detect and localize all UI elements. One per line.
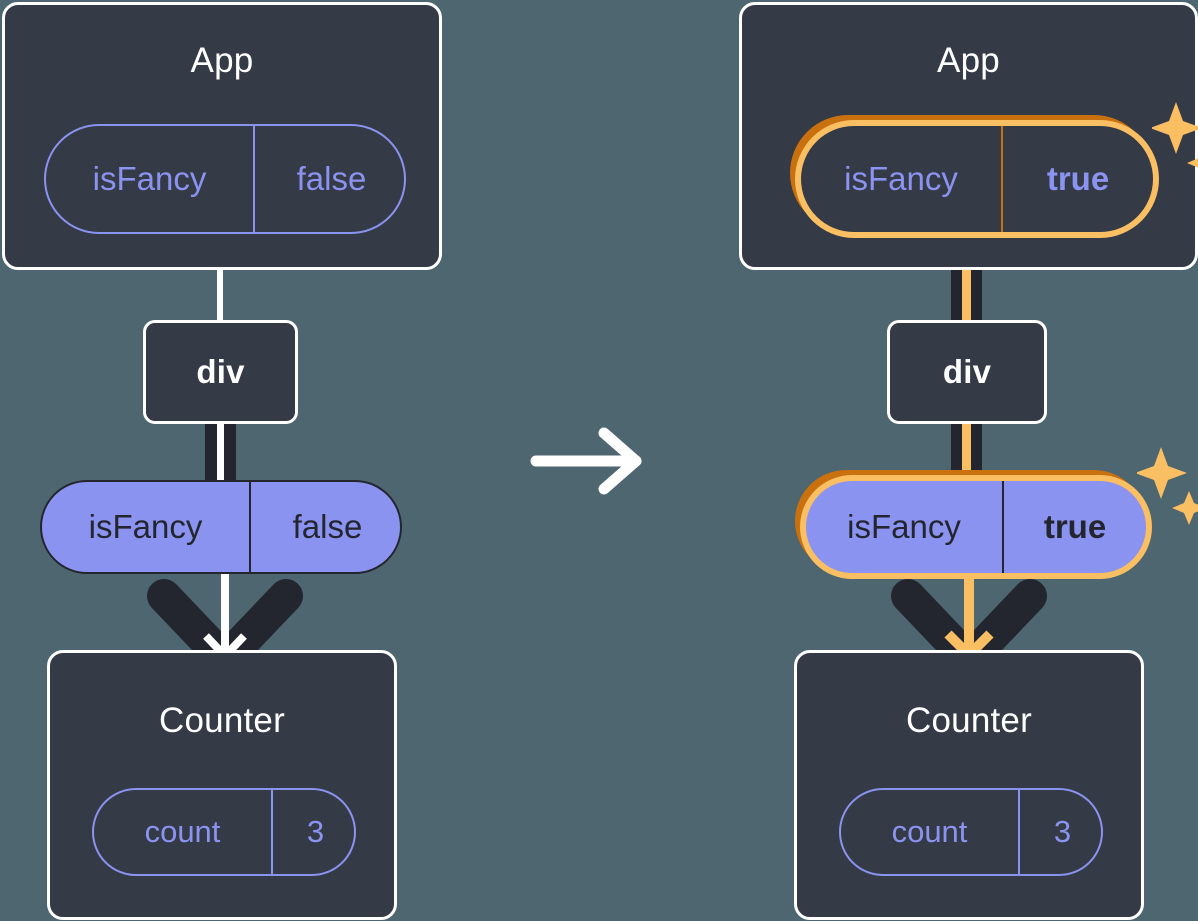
app-state-key: isFancy	[92, 160, 207, 197]
div-title: div	[196, 353, 245, 390]
counter-state-value: 3	[271, 790, 354, 874]
app-state-pill[interactable]: isFancy false	[44, 124, 406, 234]
sparkle-icon	[1135, 447, 1198, 525]
connector-app-to-div	[217, 262, 223, 324]
prop-key: isFancy	[847, 508, 961, 545]
div-element-box[interactable]: div	[887, 320, 1047, 424]
app-title: App	[937, 41, 1000, 80]
div-title: div	[942, 353, 992, 390]
sparkle-group-app	[1150, 100, 1198, 182]
counter-state-value: 3	[1018, 790, 1101, 874]
counter-title: Counter	[159, 701, 285, 740]
counter-state-pill[interactable]: count 3	[92, 788, 356, 876]
sparkle-group-prop	[1135, 445, 1198, 527]
prop-value: true	[1002, 481, 1146, 573]
connector-app-to-div-core	[962, 220, 971, 326]
panel-after: App isFancy true div	[599, 0, 1198, 921]
app-state-pill[interactable]: isFancy true	[801, 126, 1153, 232]
app-title: App	[190, 41, 254, 80]
app-state-value: false	[253, 126, 404, 232]
counter-state-key: count	[144, 814, 221, 849]
counter-state-pill[interactable]: count 3	[839, 788, 1103, 876]
transition-arrow	[530, 425, 650, 497]
div-element-box[interactable]: div	[143, 320, 298, 424]
counter-state-key: count	[891, 814, 968, 849]
connector-div-to-prop-core	[962, 422, 971, 484]
prop-key: isFancy	[88, 508, 203, 545]
counter-component-box[interactable]: Counter count 3	[47, 650, 397, 920]
prop-pill-inner-ring: isFancy true	[800, 475, 1152, 579]
prop-value: false	[249, 482, 400, 572]
counter-title: Counter	[906, 701, 1032, 740]
prop-pill[interactable]: isFancy false	[40, 480, 402, 574]
app-component-box[interactable]: App isFancy true	[739, 2, 1198, 270]
counter-component-box[interactable]: Counter count 3	[794, 650, 1144, 920]
arrow-right-icon	[530, 427, 642, 495]
app-state-pill-highlight-ring: isFancy true	[790, 115, 1159, 238]
app-state-pill-inner-ring: isFancy true	[795, 120, 1159, 238]
prop-pill[interactable]: isFancy true	[806, 481, 1146, 573]
app-state-value: true	[1001, 126, 1153, 232]
app-state-key: isFancy	[844, 160, 958, 197]
prop-pill-highlight-ring: isFancy true	[795, 470, 1152, 579]
panel-before: App isFancy false div isFancy false	[2, 2, 442, 920]
app-component-box[interactable]: App isFancy false	[2, 2, 442, 270]
connector-div-to-prop-core	[217, 422, 224, 482]
sparkle-icon	[1150, 102, 1198, 168]
